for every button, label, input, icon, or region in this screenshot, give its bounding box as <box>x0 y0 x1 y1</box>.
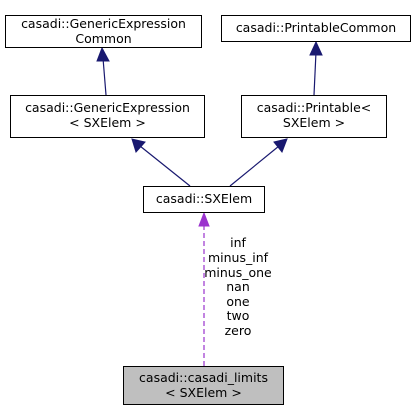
node-generic-expression-common[interactable]: casadi::GenericExpression Common <box>5 15 202 48</box>
usage-label: zero <box>225 323 252 338</box>
edge-gec-to-ge <box>96 46 110 96</box>
edge-pc-to-printable <box>309 40 323 96</box>
node-printable[interactable]: casadi::Printable< SXElem > <box>241 95 387 138</box>
node-label: Common <box>75 31 131 46</box>
inherit-arrowhead <box>131 138 146 153</box>
usage-label: two <box>227 308 250 323</box>
usage-arrowhead <box>198 211 210 227</box>
node-label: < SXElem > <box>69 115 146 130</box>
inherit-arrowhead <box>273 138 288 153</box>
node-generic-expression[interactable]: casadi::GenericExpression < SXElem > <box>10 95 205 138</box>
node-printable-common[interactable]: casadi::PrintableCommon <box>221 15 411 42</box>
inherit-arrowhead <box>96 46 110 62</box>
node-sxelem[interactable]: casadi::SXElem <box>143 186 265 213</box>
node-label: casadi::PrintableCommon <box>236 20 396 35</box>
usage-label: one <box>226 294 250 309</box>
edge-sxelem-to-casadi-limits <box>198 211 210 366</box>
node-label: casadi::casadi_limits <box>139 370 268 385</box>
usage-labels: inf minus_inf minus_one nan one two zero <box>204 235 272 338</box>
node-casadi-limits[interactable]: casadi::casadi_limits < SXElem > <box>123 366 284 405</box>
edge-ge-to-sxelem <box>131 138 191 187</box>
usage-label: inf <box>230 235 246 250</box>
node-label: SXElem > <box>283 115 345 130</box>
node-label: casadi::GenericExpression <box>21 16 186 31</box>
node-label: casadi::SXElem <box>156 191 252 206</box>
usage-label: nan <box>226 279 250 294</box>
node-label: casadi::Printable< <box>257 100 372 115</box>
edge-printable-to-sxelem <box>229 138 288 187</box>
usage-label: minus_inf <box>208 250 269 265</box>
node-label: < SXElem > <box>165 385 242 400</box>
usage-label: minus_one <box>204 265 272 280</box>
node-label: casadi::GenericExpression <box>25 100 190 115</box>
inherit-arrowhead <box>309 40 323 56</box>
